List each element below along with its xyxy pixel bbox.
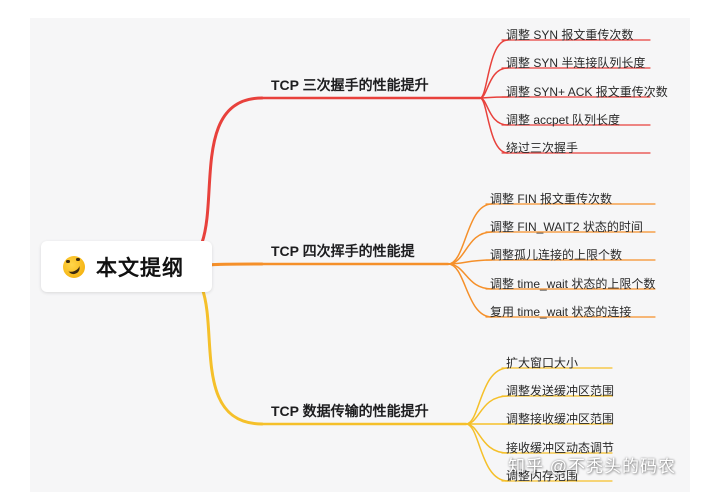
leaf-fin-wait2[interactable]: 调整 FIN_WAIT2 状态的时间	[490, 220, 643, 234]
root-label: 本文提纲	[96, 256, 184, 280]
leaf-syn-backlog[interactable]: 调整 SYN 半连接队列长度	[506, 56, 646, 70]
leaf-timewait-reuse[interactable]: 复用 time_wait 状态的连接	[490, 305, 632, 319]
leaf-connector	[465, 423, 509, 482]
zhihu-watermark: 知乎 @不秃头的码农	[508, 457, 676, 476]
leaf-syn-retries[interactable]: 调整 SYN 报文重传次数	[506, 28, 634, 42]
leaf-connector	[465, 395, 509, 425]
root-node[interactable]: 本文提纲	[41, 241, 212, 292]
leaf-connector	[447, 203, 493, 265]
branch-tcp-transfer[interactable]: TCP 数据传输的性能提升	[271, 403, 429, 419]
leaf-fastopen[interactable]: 绕过三次握手	[506, 141, 579, 155]
leaf-memory-range[interactable]: 调整内存范围	[506, 469, 579, 483]
leaf-connector	[447, 263, 493, 318]
leaf-orphan-limit[interactable]: 调整孤儿连接的上限个数	[490, 248, 623, 262]
leaf-recv-autotune[interactable]: 接收缓冲区动态调节	[506, 441, 615, 455]
leaf-recv-buffer[interactable]: 调整接收缓冲区范围	[506, 412, 615, 426]
leaf-connector	[447, 231, 493, 265]
branch-tcp-handshake[interactable]: TCP 三次握手的性能提升	[271, 77, 429, 93]
leaf-fin-retries[interactable]: 调整 FIN 报文重传次数	[490, 192, 612, 206]
leaf-accept-queue[interactable]: 调整 accpet 队列长度	[506, 113, 621, 127]
leaf-synack-retries[interactable]: 调整 SYN+ ACK 报文重传次数	[506, 85, 668, 99]
leaf-connector	[479, 67, 509, 99]
leaf-connector	[479, 97, 509, 154]
leaf-window-size[interactable]: 扩大窗口大小	[506, 356, 579, 370]
leaf-send-buffer[interactable]: 调整发送缓冲区范围	[506, 384, 615, 398]
laughing-face-icon	[63, 255, 85, 278]
leaf-timewait-limit[interactable]: 调整 time_wait 状态的上限个数	[490, 277, 656, 291]
branch-tcp-teardown[interactable]: TCP 四次挥手的性能提	[271, 243, 415, 259]
